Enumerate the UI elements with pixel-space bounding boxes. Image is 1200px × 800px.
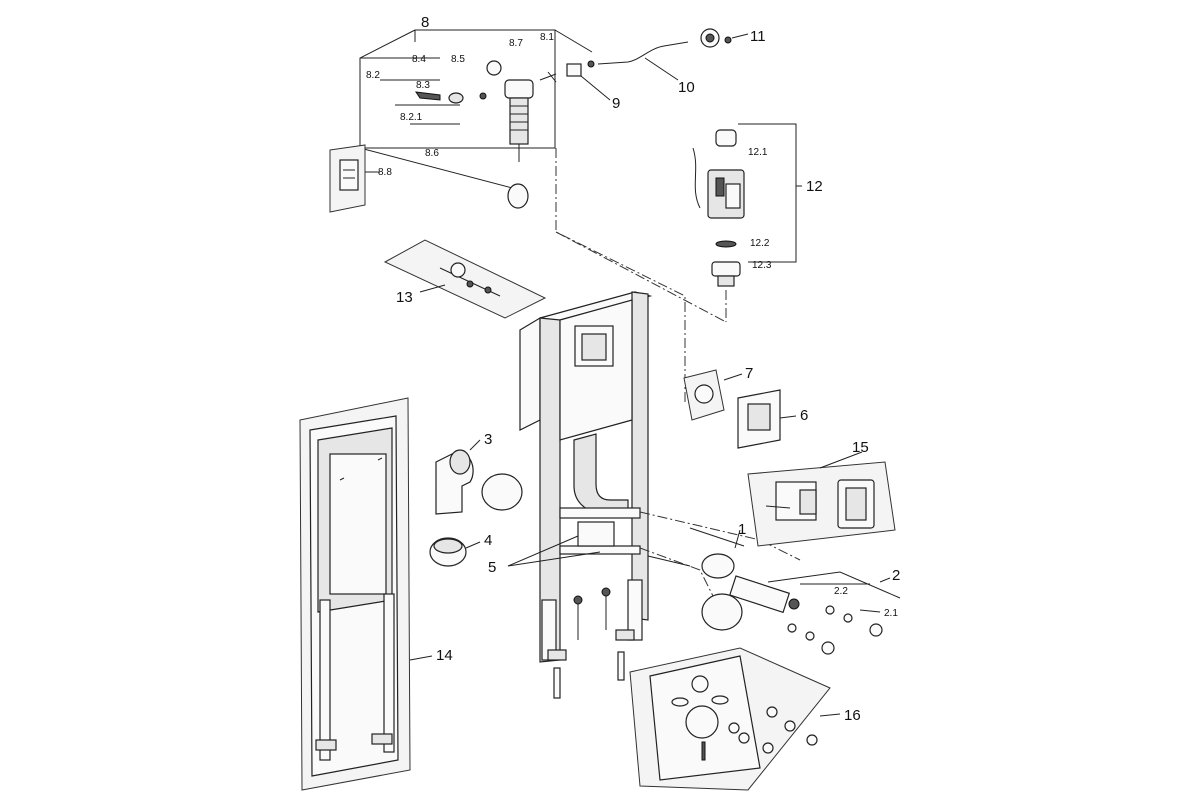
sound-insulation-16: 16 [629,647,861,791]
callout-10: 10 [678,79,695,96]
float-12-1 [715,129,737,147]
protective-box-6: 6 [737,389,808,449]
wall-frame-14: 14 [299,397,453,791]
callout-8-1: 8.1 [540,32,554,43]
callout-8-8: 8.8 [378,167,392,178]
seat-12-3 [711,261,741,277]
callout-8-3: 8.3 [416,80,430,91]
callout-13: 13 [396,289,413,306]
callout-2: 2 [892,567,900,584]
callout-12-1: 12.1 [748,147,768,158]
callout-12-3: 12.3 [752,260,772,271]
callout-2-1: 2.1 [884,608,898,619]
washer-8-4 [479,92,487,100]
callout-1: 1 [738,521,746,538]
clip-9 [566,63,582,77]
drain-bracket [577,521,615,547]
fill-valve [504,79,534,162]
sleeve-8-6 [507,183,529,209]
callout-4: 4 [484,532,492,549]
callout-11: 11 [750,28,766,45]
callout-7: 7 [745,365,753,382]
callout-9: 9 [612,95,620,112]
callout-12: 12 [806,178,823,195]
gasket-7: 7 [683,365,753,421]
drain-bend-3: 3 [435,431,523,515]
actuator-set-15: 15 [747,439,896,547]
callout-8-2: 8.2 [366,70,380,81]
flush-valve-group-12: 12.1 12 12.2 12.3 [692,123,823,287]
fill-valve-group-8: 8 8.1 8.7 8.4 8.5 8.2 8.3 8.2.1 8.6 [359,14,593,209]
callout-16: 16 [844,707,861,724]
screw-set-13: 13 [383,239,547,319]
supply-hose-group: 9 10 11 [566,28,766,112]
callout-8-6: 8.6 [425,148,439,159]
hose-10 [597,41,689,65]
callout-14: 14 [436,647,453,664]
lever-8-2 [414,91,441,101]
callout-2-2: 2.2 [834,586,848,597]
callout-3: 3 [484,431,492,448]
callout-15: 15 [852,439,869,456]
callout-8-4: 8.4 [412,54,426,65]
callout-8: 8 [421,14,429,31]
callout-8-7: 8.7 [509,38,523,49]
connector-4: 4 [429,532,492,567]
callout-5: 5 [488,559,496,576]
valve-cap-8-5 [486,60,502,76]
callout-8-5: 8.5 [451,54,465,65]
label-5: 5 [488,535,601,576]
connection-set-1-2: 1 2 2.2 2.1 [639,511,900,655]
seal-12-2 [715,240,737,248]
filter-8-3 [448,92,464,104]
label-card-8-8: 8.8 [329,144,392,213]
callout-8-2-1: 8.2.1 [400,112,423,123]
installation-frame [519,291,653,699]
callout-12-2: 12.2 [750,238,770,249]
callout-6: 6 [800,407,808,424]
